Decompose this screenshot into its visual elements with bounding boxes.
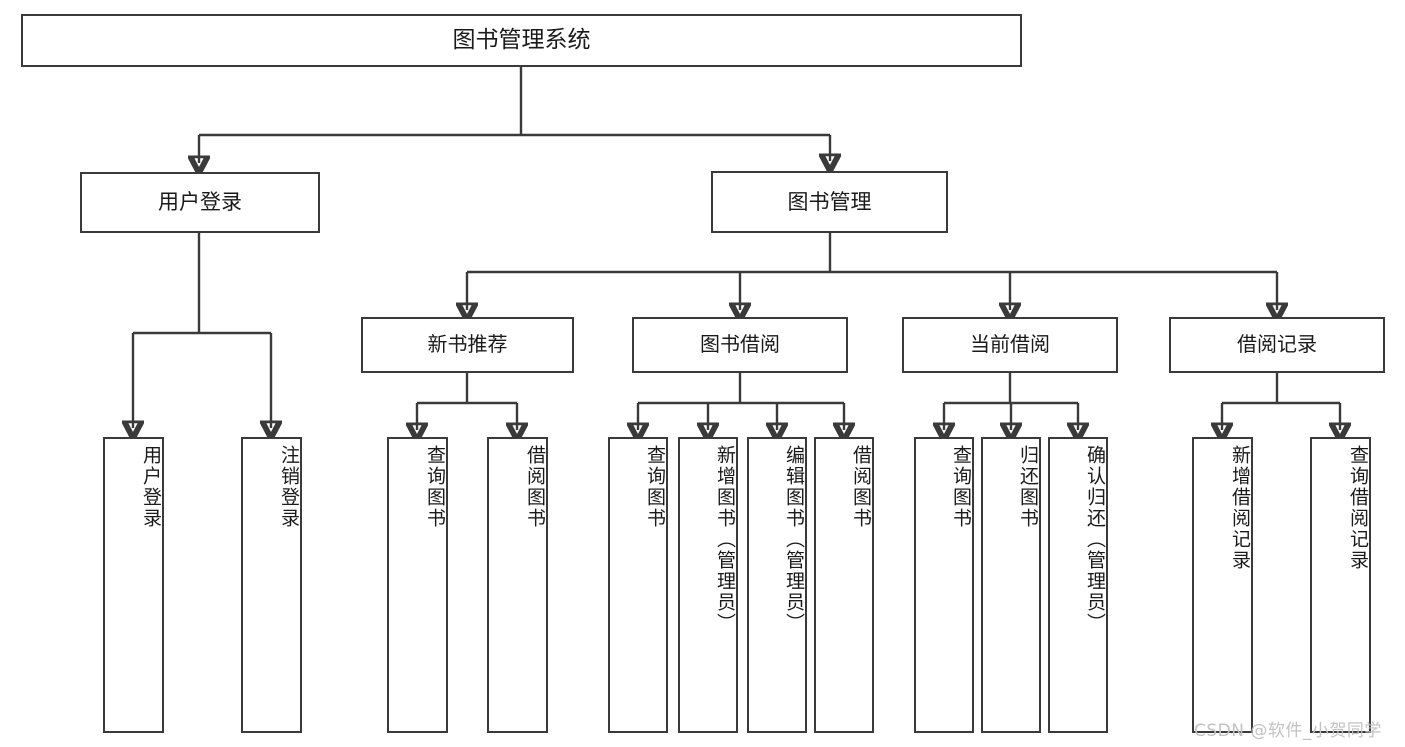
node-new-book-recommend-label: 新书推荐 [427, 332, 508, 357]
node-leaf-user-login-label: 用户登录 [140, 445, 162, 529]
node-leaf-add-book[interactable]: 新增图书（管理员） [678, 437, 738, 733]
node-leaf-query-book-2-label: 查询图书 [644, 445, 666, 529]
node-current-borrow[interactable]: 当前借阅 [902, 317, 1118, 373]
node-leaf-query-book-1[interactable]: 查询图书 [387, 437, 448, 733]
node-book-borrow[interactable]: 图书借阅 [632, 317, 848, 373]
node-leaf-user-login[interactable]: 用户登录 [103, 437, 164, 733]
node-leaf-user-logout-label: 注销登录 [278, 445, 300, 529]
node-leaf-borrow-book-1[interactable]: 借阅图书 [487, 437, 548, 733]
node-leaf-return-book-label: 归还图书 [1017, 445, 1039, 529]
node-root-system-label: 图书管理系统 [452, 26, 591, 53]
node-root-system[interactable]: 图书管理系统 [21, 14, 1022, 67]
node-leaf-borrow-book-2-label: 借阅图书 [850, 445, 872, 529]
node-borrow-record-label: 借阅记录 [1237, 332, 1317, 357]
node-leaf-query-book-3[interactable]: 查询图书 [914, 437, 974, 733]
node-leaf-confirm-return-label: 确认归还（管理员） [1084, 445, 1106, 634]
node-leaf-confirm-return[interactable]: 确认归还（管理员） [1048, 437, 1108, 733]
node-leaf-query-book-1-label: 查询图书 [424, 445, 446, 529]
node-leaf-edit-book[interactable]: 编辑图书（管理员） [747, 437, 807, 733]
node-user-login[interactable]: 用户登录 [80, 172, 320, 233]
node-book-borrow-label: 图书借阅 [700, 332, 780, 357]
node-leaf-query-record-label: 查询借阅记录 [1347, 445, 1369, 571]
node-leaf-borrow-book-2[interactable]: 借阅图书 [814, 437, 874, 733]
node-book-management[interactable]: 图书管理 [711, 171, 948, 233]
node-leaf-add-record[interactable]: 新增借阅记录 [1192, 437, 1253, 733]
node-leaf-query-record[interactable]: 查询借阅记录 [1310, 437, 1371, 733]
node-current-borrow-label: 当前借阅 [970, 332, 1050, 357]
node-leaf-add-book-label: 新增图书（管理员） [714, 445, 736, 634]
csdn-watermark: CSDN @软件_小贺同学 [1194, 721, 1382, 741]
node-borrow-record[interactable]: 借阅记录 [1169, 317, 1385, 373]
node-leaf-edit-book-label: 编辑图书（管理员） [783, 445, 805, 634]
node-leaf-user-logout[interactable]: 注销登录 [241, 437, 302, 733]
node-new-book-recommend[interactable]: 新书推荐 [361, 317, 574, 373]
node-leaf-query-book-2[interactable]: 查询图书 [608, 437, 668, 733]
node-leaf-add-record-label: 新增借阅记录 [1229, 445, 1251, 571]
node-book-management-label: 图书管理 [787, 189, 872, 214]
node-user-login-label: 用户登录 [158, 190, 242, 215]
node-leaf-borrow-book-1-label: 借阅图书 [524, 445, 546, 529]
node-leaf-return-book[interactable]: 归还图书 [981, 437, 1041, 733]
node-leaf-query-book-3-label: 查询图书 [950, 445, 972, 529]
